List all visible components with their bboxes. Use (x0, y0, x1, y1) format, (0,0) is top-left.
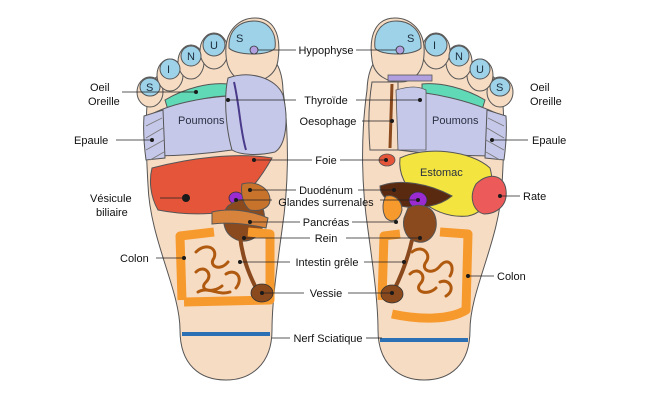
right-small-intestine (408, 247, 454, 298)
leader-lines (116, 49, 528, 339)
right-stomach-label: Estomac (420, 167, 463, 179)
left-shoulder (143, 109, 166, 161)
left-toe-letter-3: N (187, 51, 195, 63)
label-hypophyse: Hypophyse (298, 45, 353, 57)
label-oesophage: Oesophage (300, 116, 357, 128)
left-toe-2-tip (202, 33, 226, 57)
right-lungs-inner (395, 86, 427, 151)
left-toe-letter-4: U (210, 40, 218, 52)
left-toe-letter-2: I (167, 64, 170, 76)
left-hypophyse-point (249, 45, 259, 55)
right-shoulder-hatch (485, 117, 505, 161)
right-lungs-label: Poumons (432, 115, 479, 127)
right-thyroid-band (387, 74, 433, 82)
right-toe-letter-4: U (476, 64, 484, 76)
left-thyroid (225, 74, 287, 155)
label-foie: Foie (315, 155, 336, 167)
label-biliaire: biliaire (96, 207, 128, 219)
left-thyroid-curve (233, 81, 247, 151)
label-rate: Rate (523, 191, 546, 203)
right-kidney (403, 204, 437, 243)
left-toe-5-tip (139, 77, 161, 97)
right-toe-5-tip (489, 77, 511, 97)
right-shoulder (484, 109, 507, 161)
right-oesophagus-zone (368, 81, 399, 151)
right-colon (377, 227, 473, 323)
label-oreille-left: Oreille (88, 96, 120, 108)
label-vessie: Vessie (310, 288, 342, 300)
left-foot: S I N U S Poumons (136, 17, 288, 381)
right-duodenum (382, 195, 403, 222)
right-foot: S I N U S Poumons Estomac (362, 17, 514, 381)
right-big-toe-tip (374, 20, 422, 55)
label-rein: Rein (315, 233, 338, 245)
label-pancreas: Pancréas (303, 217, 350, 229)
right-toe-3-tip (448, 45, 470, 67)
right-toe-letter-3: N (455, 51, 463, 63)
label-colon-left: Colon (120, 253, 149, 265)
label-thyroide: Thyroïde (304, 95, 347, 107)
left-small-intestine (194, 245, 241, 295)
label-oeil-left: Oeil (90, 82, 110, 94)
right-toe-2-tip (424, 33, 448, 57)
right-spleen (471, 175, 507, 215)
label-epaule-left: Epaule (74, 135, 108, 147)
labels: Hypophyse Oeil Oreille Oeil Oreille Thyr… (74, 45, 566, 345)
label-intestin: Intestin grêle (296, 257, 359, 269)
label-epaule-right: Epaule (532, 135, 566, 147)
right-oesophagus-line (388, 83, 394, 149)
left-toe-letter-1: S (146, 82, 153, 94)
left-pancreas (211, 209, 269, 229)
left-toe-4-tip (159, 58, 181, 80)
right-hypophyse-point (395, 45, 405, 55)
left-shoulder-hatch (145, 117, 165, 161)
label-vesicule: Vésicule (90, 193, 132, 205)
left-toe-letter-5: S (236, 33, 243, 45)
label-oreille-right: Oreille (530, 96, 562, 108)
label-colon-right: Colon (497, 271, 526, 283)
label-nerf: Nerf Sciatique (293, 333, 362, 345)
left-lungs-label: Poumons (178, 115, 225, 127)
left-ureter (238, 235, 258, 289)
label-oeil-right: Oeil (530, 82, 550, 94)
left-toe-3-tip (180, 45, 202, 67)
right-toe-letter-2: I (433, 40, 436, 52)
leader-dots (150, 90, 502, 295)
right-toe-letter-1: S (407, 33, 414, 45)
right-toe-4-tip (469, 58, 491, 80)
label-glandes: Glandes surrenales (278, 197, 374, 209)
left-colon (175, 227, 275, 307)
right-toe-letter-5: S (496, 82, 503, 94)
label-duodenum: Duodénum (299, 185, 353, 197)
